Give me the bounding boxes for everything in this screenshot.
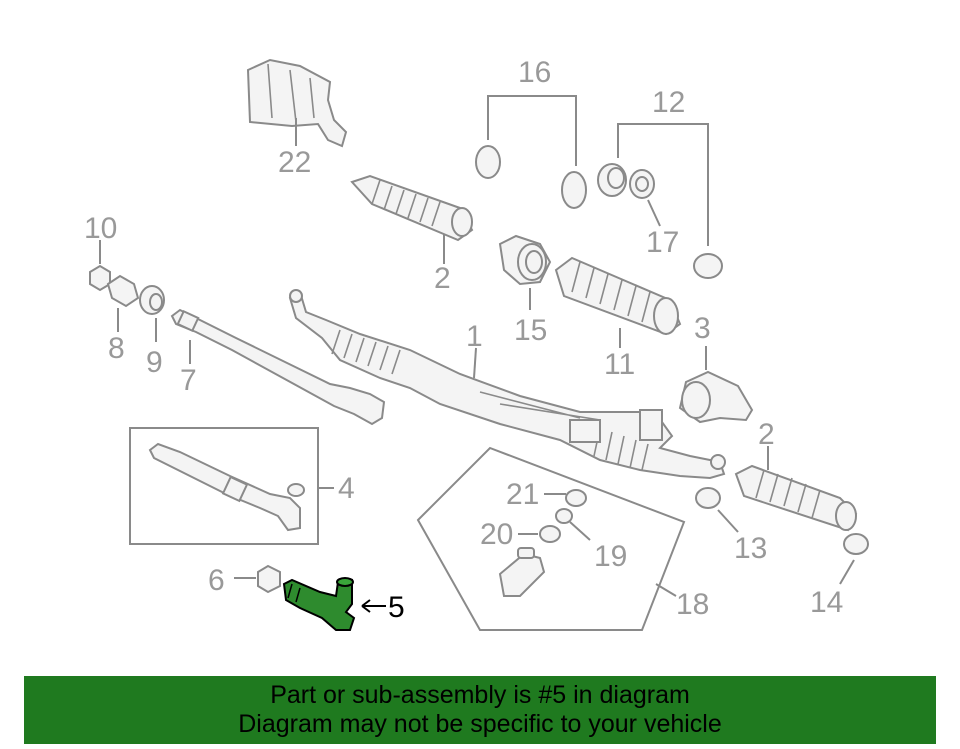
leader-14 — [839, 559, 855, 585]
callout-13: 13 — [734, 532, 767, 565]
part-4-tie-rod-assembly[interactable] — [148, 442, 305, 532]
callout-2-right: 2 — [758, 418, 775, 451]
part-6-nut[interactable] — [257, 564, 281, 594]
callout-6: 6 — [208, 564, 225, 597]
callout-5: 5 — [388, 591, 405, 624]
part-16-o-ring-a[interactable] — [475, 145, 501, 179]
callout-9: 9 — [146, 346, 163, 379]
part-3-dust-cover[interactable] — [678, 370, 754, 424]
part-22-heat-shield[interactable] — [246, 58, 348, 148]
callout-3: 3 — [694, 312, 711, 345]
bracket-12 — [617, 123, 709, 246]
callout-16: 16 — [518, 56, 551, 89]
steering-rack-exploded-diagram: 22 2 16 12 17 15 11 — [84, 56, 869, 631]
part-21-seal[interactable] — [565, 489, 587, 507]
callout-10: 10 — [84, 212, 117, 245]
part-15-mount-bushing[interactable] — [498, 234, 552, 286]
part-10-nut[interactable] — [89, 264, 111, 292]
callout-8: 8 — [108, 332, 125, 365]
part-16-o-ring-b[interactable] — [561, 171, 587, 209]
part-12-clamp-b[interactable] — [693, 253, 723, 279]
part-2-boot-top[interactable] — [350, 174, 474, 242]
part-18-valve-housing[interactable] — [498, 547, 546, 597]
part-8-fitting[interactable] — [106, 274, 140, 308]
box-part-18 — [416, 446, 686, 631]
callout-22: 22 — [278, 146, 311, 179]
callout-17: 17 — [646, 226, 679, 259]
part-5-tie-rod-end[interactable] — [282, 577, 356, 631]
callout-4: 4 — [338, 472, 355, 505]
part-1-rack-and-pinion-assembly[interactable] — [288, 289, 726, 480]
leader-19 — [569, 521, 591, 541]
bracket-16 — [487, 95, 577, 166]
callout-11: 11 — [604, 348, 635, 381]
part-19-washer[interactable] — [555, 508, 573, 524]
part-13-clamp[interactable] — [695, 487, 721, 509]
part-7-inner-tie-rod[interactable] — [170, 308, 386, 426]
callout-21: 21 — [506, 478, 539, 511]
callout-2-top: 2 — [434, 262, 451, 295]
callout-15: 15 — [514, 314, 547, 347]
callout-1: 1 — [466, 320, 483, 353]
notice-line-1: Part or sub-assembly is #5 in diagram — [270, 681, 690, 709]
callout-20: 20 — [480, 518, 513, 551]
box-part-4 — [129, 427, 319, 545]
leader-18 — [655, 583, 677, 597]
part-12-clamp-a[interactable] — [597, 163, 627, 197]
part-14-clamp[interactable] — [843, 533, 869, 555]
notice-banner: Part or sub-assembly is #5 in diagram Di… — [24, 676, 936, 744]
notice-line-2: Diagram may not be specific to your vehi… — [238, 710, 722, 738]
part-2-boot-right[interactable] — [734, 464, 858, 532]
part-20-o-ring[interactable] — [539, 525, 561, 543]
leader-13 — [717, 509, 739, 533]
arrow-5 — [361, 599, 386, 613]
part-11-boot[interactable] — [554, 256, 682, 336]
part-9-bushing[interactable] — [139, 285, 165, 315]
part-17-seal[interactable] — [629, 169, 655, 199]
callout-7: 7 — [180, 364, 197, 397]
callout-19: 19 — [594, 540, 627, 573]
leader-17 — [647, 199, 661, 227]
leader-1 — [473, 347, 477, 379]
callout-12: 12 — [652, 86, 685, 119]
callout-14: 14 — [810, 586, 843, 619]
callout-18: 18 — [676, 588, 709, 621]
